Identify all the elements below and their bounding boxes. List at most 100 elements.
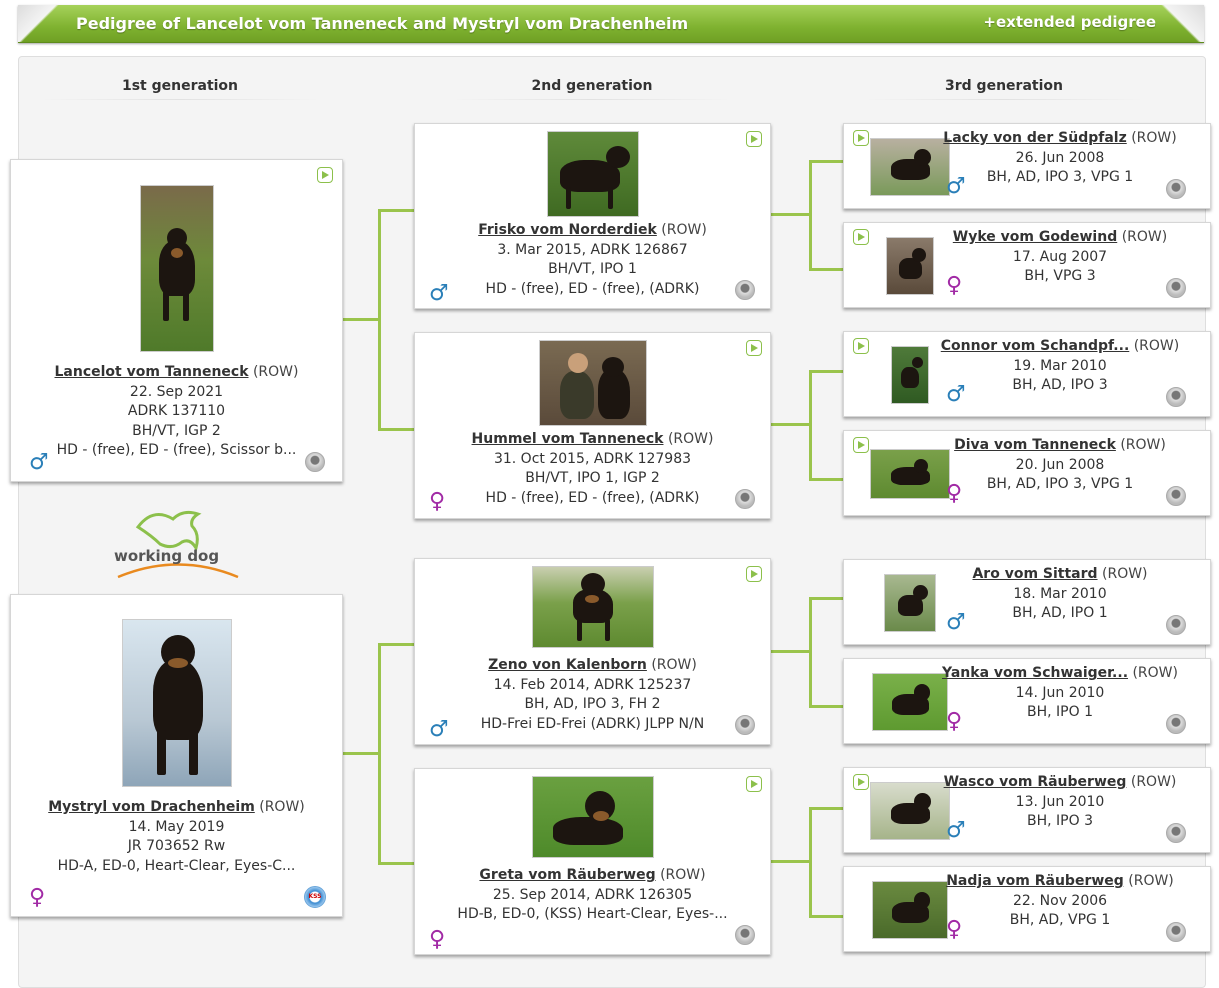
dog-name-link[interactable]: Aro vom Sittard (972, 566, 1098, 582)
dog-name-link[interactable]: Diva vom Tanneneck (954, 437, 1116, 453)
dog-photo[interactable] (538, 340, 647, 426)
male-sex-icon: ♂ (946, 382, 966, 407)
connector (809, 597, 812, 707)
dog-name-link[interactable]: Mystryl vom Drachenheim (48, 799, 255, 815)
breed-code: (ROW) (259, 799, 305, 815)
dog-name-link[interactable]: Connor vom Schandpf... (940, 338, 1130, 354)
breed-badge-icon[interactable] (1166, 714, 1186, 734)
dog-name-link[interactable]: Nadja vom Räuberweg (946, 873, 1124, 889)
male-sex-icon: ♂ (429, 281, 449, 306)
breed-badge-icon[interactable] (1166, 387, 1186, 407)
dog-photo[interactable] (870, 449, 950, 499)
dog-card-zeno: Zeno von Kalenborn (ROW) 14. Feb 2014, A… (414, 558, 771, 745)
connector (809, 705, 844, 708)
breed-code: (ROW) (1121, 229, 1168, 245)
dog-info-line: 18. Mar 2010 (1013, 585, 1107, 602)
connector (809, 370, 844, 373)
breed-code: (ROW) (1102, 566, 1148, 582)
connector (770, 650, 810, 653)
dog-photo[interactable] (891, 346, 929, 404)
video-play-icon[interactable] (853, 229, 869, 245)
dog-name-link[interactable]: Hummel vom Tanneneck (471, 431, 664, 447)
working-dog-logo: working dog (108, 497, 248, 587)
video-play-icon[interactable] (746, 776, 762, 792)
dog-photo[interactable] (870, 138, 950, 196)
connector (770, 423, 810, 426)
dog-name-link[interactable]: Wyke vom Godewind (952, 229, 1118, 245)
breed-badge-icon[interactable] (1166, 179, 1186, 199)
breed-badge-icon[interactable] (1166, 278, 1186, 298)
breed-badge-icon[interactable] (735, 280, 755, 300)
dog-info-line: BH, AD, IPO 1 (1012, 605, 1108, 621)
dog-card-mystryl: Mystryl vom Drachenheim (ROW) 14. May 20… (10, 594, 343, 917)
video-play-icon[interactable] (853, 130, 869, 146)
breed-badge-icon[interactable] (735, 715, 755, 735)
connector (341, 318, 379, 321)
dog-name-link[interactable]: Frisko vom Norderdiek (478, 222, 657, 238)
breed-badge-icon[interactable] (735, 489, 755, 509)
breed-code: (ROW) (1132, 665, 1178, 681)
dog-photo[interactable] (139, 185, 214, 352)
dog-photo[interactable] (870, 782, 950, 840)
dog-photo[interactable] (531, 776, 654, 858)
dog-photo[interactable] (886, 237, 934, 295)
video-play-icon[interactable] (853, 774, 869, 790)
video-play-icon[interactable] (853, 338, 869, 354)
dog-photo[interactable] (531, 566, 654, 648)
dog-info: Connor vom Schandpf... (ROW)19. Mar 2010… (940, 337, 1180, 396)
dog-name-link[interactable]: Lacky von der Südpfalz (943, 130, 1127, 146)
dog-info-line: 19. Mar 2010 (1013, 357, 1107, 374)
breed-badge-icon[interactable] (1166, 823, 1186, 843)
dog-photo[interactable] (872, 673, 948, 731)
connector (809, 807, 844, 810)
dog-name-link[interactable]: Lancelot vom Tanneneck (54, 364, 249, 380)
extended-pedigree-link[interactable]: +extended pedigree (983, 13, 1156, 31)
generation-label-2: 2nd generation (452, 78, 732, 100)
kss-badge-icon[interactable]: KSS (304, 886, 326, 908)
connector (378, 643, 381, 864)
dog-info-line: BH/VT, IPO 1, IGP 2 (525, 470, 660, 486)
video-play-icon[interactable] (853, 437, 869, 453)
breed-badge-icon[interactable] (1166, 922, 1186, 942)
breed-badge-icon[interactable] (735, 925, 755, 945)
connector (378, 209, 381, 430)
dog-info-line: BH/VT, IGP 2 (132, 422, 221, 439)
dog-card-gen3: Yanka vom Schwaiger... (ROW) 14. Jun 2010… (843, 658, 1211, 744)
dog-name-link[interactable]: Greta vom Räuberweg (479, 867, 656, 883)
generation-label-1: 1st generation (40, 78, 320, 100)
dog-info-line: 14. Jun 2010 (1015, 684, 1105, 701)
video-play-icon[interactable] (746, 131, 762, 147)
dog-info-line: 14. Feb 2014, ADRK 125237 (493, 676, 692, 693)
breed-code: (ROW) (1131, 130, 1177, 146)
female-sex-icon: ♀ (29, 885, 46, 910)
connector (378, 643, 415, 646)
female-sex-icon: ♀ (429, 489, 446, 514)
dog-name-link[interactable]: Yanka vom Schwaiger... (942, 665, 1129, 681)
video-play-icon[interactable] (746, 340, 762, 356)
connector (809, 268, 844, 271)
female-sex-icon: ♀ (946, 917, 963, 942)
breed-badge-icon[interactable] (1166, 486, 1186, 506)
dog-info-line: HD - (free), ED - (free), (ADRK) (485, 280, 700, 297)
dog-photo[interactable] (121, 619, 232, 787)
video-play-icon[interactable] (746, 566, 762, 582)
dog-photo[interactable] (546, 131, 639, 217)
page-header: Pedigree of Lancelot vom Tanneneck and M… (18, 5, 1204, 43)
dog-name-link[interactable]: Zeno von Kalenborn (488, 657, 647, 673)
dog-info-line: 20. Jun 2008 (1015, 456, 1105, 473)
male-sex-icon: ♂ (946, 174, 966, 199)
breed-badge-icon[interactable] (1166, 615, 1186, 635)
dog-info-line: 13. Jun 2010 (1015, 793, 1105, 810)
dog-info-line: 22. Sep 2021 (129, 383, 224, 400)
dog-name-link[interactable]: Wasco vom Räuberweg (943, 774, 1127, 790)
video-play-icon[interactable] (317, 167, 333, 183)
dog-photo[interactable] (872, 881, 948, 939)
breed-badge-icon[interactable] (305, 452, 325, 472)
dog-info-line: HD-B, ED-0, (KSS) Heart-Clear, Eyes-... (457, 906, 728, 922)
dog-photo[interactable] (884, 574, 936, 632)
connector (770, 860, 810, 863)
